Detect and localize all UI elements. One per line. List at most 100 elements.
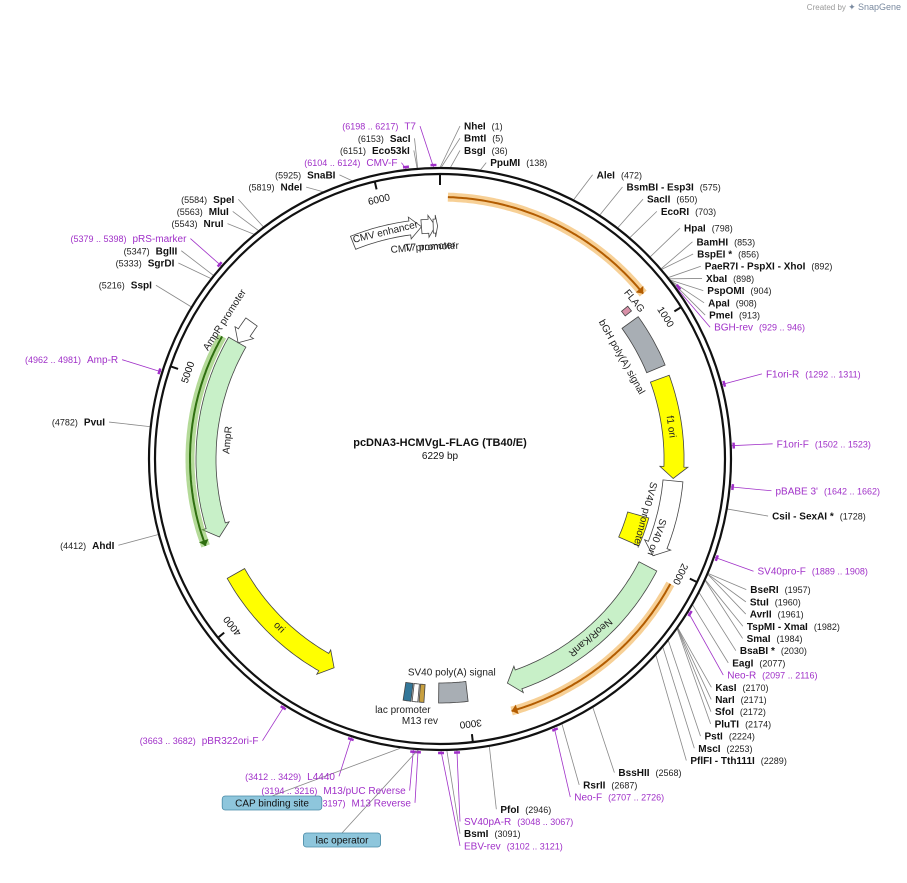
enzyme-leader [727,508,769,517]
primer-leader [731,443,773,447]
primer-leader [456,750,461,822]
primer-leader [414,750,419,803]
enzyme-position: (5333) [116,258,142,268]
feature-label-lac-promoter: lac promoter [375,705,431,716]
features-layer [185,192,690,716]
snapgene-logo-icon: ✦ [848,2,856,12]
enzyme-position: (2946) [525,805,551,815]
enzyme-name: SgrDI [148,258,175,269]
enzyme-label: PspOMI(904) [707,286,771,297]
primer-name: SV40pA-R [464,817,511,828]
enzyme-position: (1982) [814,622,840,632]
orf-halo [447,192,647,297]
scale-tick [689,577,698,583]
enzyme-label: TspMI - XmaI(1982) [747,622,840,633]
enzyme-label: (5347)BglII [124,246,178,257]
scale-tick-label: 6000 [367,192,392,208]
enzyme-position: (1961) [778,610,804,620]
primer-leader [730,486,772,492]
enzyme-label: (6151)Eco53kI [340,146,410,157]
enzyme-label: (4412)AhdI [60,541,114,552]
enzyme-position: (913) [739,311,760,321]
enzyme-label: (5819)NdeI [248,183,302,194]
enzyme-position: (5543) [172,219,198,229]
feature-label-t7-promoter: T7 promoter [404,241,460,254]
enzyme-name: BsmI [464,829,489,840]
enzyme-name: PflFI - Tth111I [690,756,755,767]
enzyme-position: (4782) [52,418,78,428]
enzyme-label: (4782)PvuI [52,418,105,429]
primer-name: pBABE 3' [775,486,818,497]
enzyme-position: (5584) [181,195,207,205]
enzyme-leader [446,750,461,834]
primer-range: (3194 .. 3216) [261,786,317,796]
enzyme-leader [413,150,418,168]
enzyme-label: HpaI(798) [684,224,733,235]
enzyme-leader [181,250,214,276]
enzyme-position: (2568) [656,768,682,778]
enzyme-leader [655,655,687,761]
primer-leader [688,612,724,676]
primer-range: (929 .. 946) [759,323,805,333]
enzyme-leader [488,746,497,810]
enzyme-position: (5819) [248,183,274,193]
scale-tick-label: 3000 [459,716,483,730]
enzyme-name: MscI [698,744,720,755]
scale-tick [673,306,682,313]
enzyme-label: BsmBI - Esp3I(575) [626,183,720,194]
enzyme-name: BsgI [464,146,486,157]
primer-range: (2097 .. 2116) [762,671,817,681]
orf-line [511,583,672,712]
enzyme-label: PfoI(2946) [500,805,551,816]
enzyme-position: (2289) [761,756,787,766]
primer-range: (5379 .. 5398) [70,234,126,244]
enzyme-position: (904) [751,286,772,296]
enzyme-leader [573,174,593,200]
scale-tick [373,181,378,190]
primer-mark [216,261,223,268]
plasmid-length: 6229 bp [422,451,459,462]
enzyme-name: SacI [390,134,411,145]
enzyme-leader [677,628,712,688]
boxed-feature-cap-binding-site [221,795,323,811]
enzyme-label: (6153)SacI [358,134,411,145]
enzyme-name: EagI [732,658,753,669]
enzyme-label: EagI(2077) [732,658,785,669]
primer-mark [687,610,693,617]
enzyme-label: BsmI(3091) [464,829,520,840]
primer-mark [157,368,162,375]
enzyme-name: CsiI - SexAI * [772,512,834,523]
enzyme-position: (5347) [124,246,150,256]
primer-range: (6104 .. 6124) [304,158,360,168]
enzyme-label: BmtI(5) [464,134,503,145]
primer-mark [402,165,410,169]
primer-leader [338,737,352,777]
enzyme-name: SspI [131,281,152,292]
enzyme-position: (2174) [745,719,771,729]
feature-neor-kanr [506,561,658,694]
enzyme-position: (2253) [727,744,753,754]
enzyme-position: (575) [700,183,721,193]
primer-range: (1889 .. 1908) [812,567,868,577]
enzyme-name: BsaBI * [740,646,775,657]
primer-range: (1502 .. 1523) [815,439,871,449]
enzyme-name: SpeI [213,195,234,206]
enzyme-label: BamHI(853) [696,237,755,248]
enzyme-name: RsrII [583,780,605,791]
scale-tick-label: 5000 [180,360,198,385]
enzyme-name: BssHII [618,768,649,779]
enzyme-name: BspEI * [697,250,732,261]
enzyme-position: (1) [492,122,503,132]
enzyme-leader [661,253,694,270]
primer-mark [551,727,559,732]
enzyme-position: (2687) [611,780,637,790]
enzyme-position: (892) [811,262,832,272]
enzyme-label: NarI(2171) [715,695,766,706]
enzyme-position: (5563) [177,207,203,217]
enzyme-label: MscI (2253) [698,744,752,755]
enzyme-label: AvrII(1961) [750,610,804,621]
primer-name: M13 Reverse [352,798,412,809]
enzyme-label: (5563)MluI [177,207,229,218]
enzyme-label: PluTI(2174) [715,719,771,730]
enzyme-name: KasI [715,683,736,694]
